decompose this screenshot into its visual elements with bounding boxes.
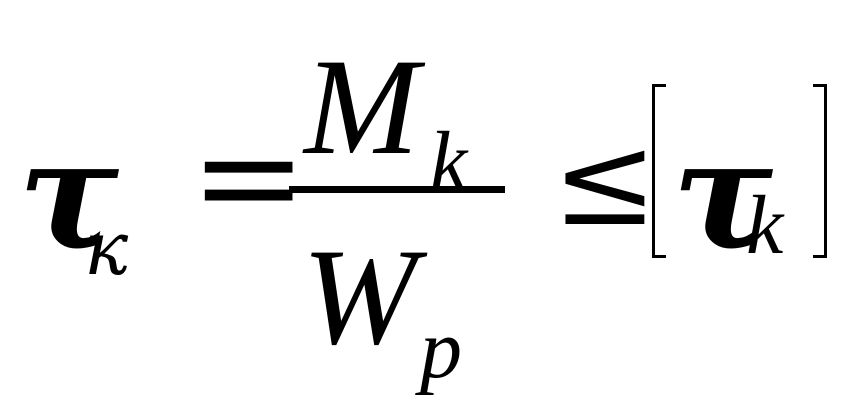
polar-section-modulus-symbol: W [302,220,417,373]
left-square-bracket [652,84,666,258]
polar-section-modulus-subscript: p [420,303,462,396]
right-square-bracket [813,84,827,258]
torque-symbol: M [304,30,419,183]
shear-stress-symbol: τ [18,107,119,283]
fraction-bar [289,186,505,193]
less-than-or-equal-sign: ≤ [552,107,658,254]
allowable-stress-subscript: k [746,179,784,272]
allowable-stress-symbol: τ [672,107,773,283]
shear-stress-subscript: к [84,206,129,292]
equals-sign: = [190,96,308,259]
